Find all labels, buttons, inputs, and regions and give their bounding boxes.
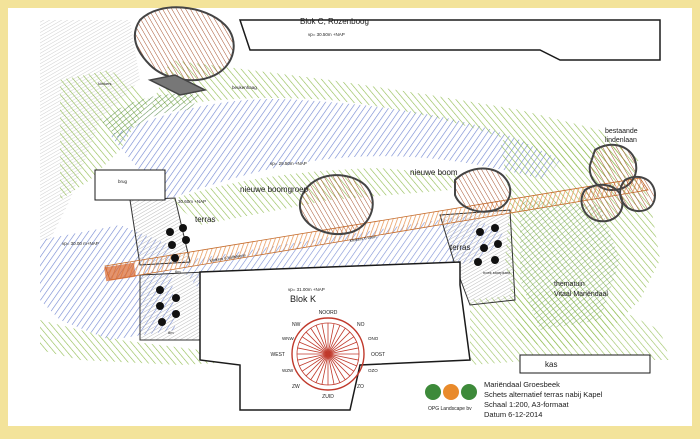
path-label-1: klinkers 6 halfsteens <box>209 252 246 263</box>
lindenlaan-label: lindenlaan <box>605 137 637 144</box>
title-line-1: Mariëndaal Groesbeek <box>484 380 560 389</box>
tree-right <box>454 167 512 213</box>
water-band-upper <box>110 99 560 200</box>
blok-c-building <box>238 19 661 61</box>
compass-ray <box>327 325 341 355</box>
compass-se: ZO <box>357 384 364 390</box>
compass-ray <box>301 336 329 355</box>
compass-ray <box>299 353 329 367</box>
compass-ray <box>299 341 329 355</box>
compass-ray <box>327 327 346 355</box>
small-label-topleft: klinkers <box>98 81 112 86</box>
compass-ray <box>315 353 329 383</box>
grass-top <box>150 60 640 180</box>
compass-ne: NO <box>357 322 365 328</box>
compass-east: OOST <box>371 352 385 358</box>
blok-c-label: Blok C, Rozenboog <box>300 17 369 26</box>
compass-sw: ZW <box>292 384 300 390</box>
blok-k-building <box>199 261 471 411</box>
compass-ray <box>327 341 357 355</box>
terras-right-label: terras <box>450 243 470 252</box>
compass-ray <box>327 347 359 355</box>
compass-ray <box>327 336 355 355</box>
compass-ray <box>310 353 329 381</box>
compass-ray <box>327 353 351 377</box>
greenhouse <box>519 354 651 374</box>
compass-ray <box>310 327 329 355</box>
compass-ray <box>315 325 329 355</box>
blok-k-label: Blok K <box>290 294 316 304</box>
compass-ray <box>305 353 329 377</box>
title-line-2: Schets alternatief terras nabij Kapel <box>484 390 603 399</box>
path-label-2: klinkers 6 bruin <box>349 234 376 243</box>
tree-group-mid <box>298 174 374 235</box>
compass-ray <box>327 331 351 355</box>
beukenhaag-label: beukenhaag <box>232 85 257 90</box>
opg-logo <box>425 384 477 400</box>
compass-wnw: WNW <box>282 336 294 341</box>
logo-name: OPG Landscape bv <box>428 406 472 412</box>
compass-ray <box>321 353 329 385</box>
kas-label: kas <box>545 360 557 369</box>
compass-ray <box>297 347 329 355</box>
grass-left <box>60 70 150 200</box>
vitaal-label: Vitaal Mariëndaal <box>554 291 608 298</box>
compass-ray <box>327 353 357 367</box>
level-left: vp= 30.00 m+NAP <box>62 241 99 246</box>
compass-ray <box>327 353 335 385</box>
tables-lower-left <box>156 286 180 326</box>
hoek-label: hoek stoepkant <box>483 270 511 275</box>
compass-rose <box>291 317 365 391</box>
hedge-curve <box>100 93 200 140</box>
nieuwe-boom-label: nieuwe boom <box>410 168 458 177</box>
compass-ray <box>301 353 329 372</box>
compass-south: ZUID <box>322 394 334 400</box>
compass-ray <box>327 353 341 383</box>
compass-north: NOORD <box>319 310 338 316</box>
nieuwe-boomgroep-label: nieuwe boomgroep <box>240 185 309 194</box>
tables-upper-left <box>166 224 190 262</box>
compass-wsw: WZW <box>282 368 294 373</box>
compass-ray <box>297 353 329 361</box>
tree-group-lindenlaan <box>580 143 657 223</box>
compass-nw: NW <box>292 322 301 328</box>
compass-ese: OZO <box>368 368 378 373</box>
blok-c-level: vp= 30.50m +NAP <box>308 32 345 37</box>
dim-label-2: 8m <box>168 330 174 335</box>
dim-label-1: 6m <box>175 269 181 274</box>
tree-group-top <box>133 6 235 96</box>
compass-ene: ONO <box>368 336 379 341</box>
compass-ray <box>321 323 329 355</box>
path-end <box>104 262 136 282</box>
title-line-3: Schaal 1:200, A3-formaat <box>484 400 570 409</box>
thematuin-label: thematuin <box>554 281 585 288</box>
compass-ray <box>327 353 346 381</box>
level-terras: 30.60m +NAP <box>178 199 206 204</box>
compass-ray <box>327 353 359 361</box>
level-mid: vp= 29.50m +NAP <box>270 161 307 166</box>
bestaande-label: bestaande <box>605 128 638 135</box>
title-line-4: Datum 6-12-2014 <box>484 410 542 419</box>
brug-label: brug <box>118 179 128 184</box>
compass-west: WEST <box>271 352 285 358</box>
tables-right <box>474 224 502 266</box>
compass-ray <box>305 331 329 355</box>
bridge <box>94 169 166 201</box>
grass-bottom-right <box>470 290 670 365</box>
blok-k-level: vp= 31.00m +NAP <box>288 287 325 292</box>
compass-ray <box>327 323 335 355</box>
compass-ray <box>327 353 355 372</box>
terras-left-label: terras <box>195 215 215 224</box>
